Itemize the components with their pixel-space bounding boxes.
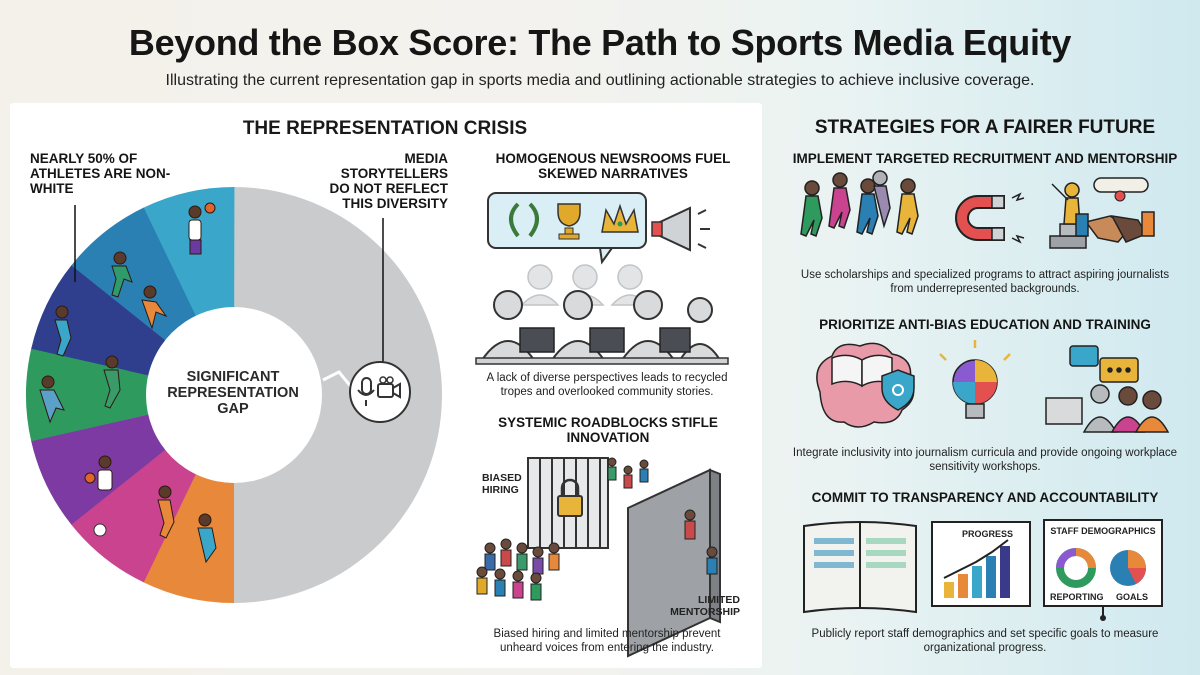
- roadblocks-illustration: [476, 457, 721, 658]
- storytellers-callout: MEDIA STORYTELLERS DO NOT REFLECT THIS D…: [329, 151, 449, 211]
- newsroom-illustration: [475, 192, 729, 365]
- strategy-recruitment-description: Use scholarships and specialized program…: [800, 269, 1170, 295]
- athlete-figures: [39, 202, 217, 564]
- goals-label: GOALS: [1116, 592, 1149, 602]
- lightbulb-icon: [939, 340, 1011, 419]
- donut-slice-athletes-4: [25, 348, 234, 442]
- megaphone-icon: [651, 206, 710, 252]
- page-subtitle: Illustrating the current representation …: [165, 72, 1035, 89]
- laurel-icon: [509, 202, 539, 238]
- representation-donut-chart: [25, 187, 442, 603]
- running-people: [800, 170, 919, 237]
- donut-hole: [146, 307, 322, 483]
- strategy-transparency-heading: COMMIT TO TRANSPARENCY AND ACCOUNTABILIT…: [811, 490, 1159, 505]
- demographics-board: [1043, 519, 1163, 621]
- magnet-icon: [955, 192, 1025, 244]
- crisis-heading: THE REPRESENTATION CRISIS: [242, 118, 528, 139]
- laptops: [519, 327, 691, 353]
- strategies-heading: STRATEGIES FOR A FAIRER FUTURE: [814, 117, 1156, 138]
- progress-label: PROGRESS: [962, 529, 1014, 539]
- staff-demographics-label: STAFF DEMOGRAPHICS: [1050, 526, 1156, 536]
- workshop-figures: [1045, 345, 1170, 433]
- diploma-icon: [1093, 177, 1149, 202]
- newsroom-desk: [475, 357, 729, 365]
- limited-mentorship-label: LIMITED MENTORSHIP: [670, 594, 740, 618]
- newsrooms-description: A lack of diverse perspectives leads to …: [486, 372, 728, 398]
- athletes-callout: NEARLY 50% OF ATHLETES ARE NON-WHITE: [30, 151, 171, 196]
- donut-slice-storytellers: [234, 187, 442, 603]
- strategy-recruitment-heading: IMPLEMENT TARGETED RECRUITMENT AND MENTO…: [792, 151, 1178, 166]
- newsrooms-heading: HOMOGENOUS NEWSROOMS FUEL SKEWED NARRATI…: [495, 151, 731, 181]
- shield-icon: [881, 369, 915, 411]
- progress-chart: [931, 521, 1031, 607]
- strategy-transparency-description: Publicly report staff demographics and s…: [811, 628, 1159, 654]
- report-book-icon: [803, 521, 917, 614]
- crown-icon: [601, 203, 639, 233]
- reporting-label: REPORTING: [1050, 592, 1104, 602]
- roadblocks-description: Biased hiring and limited mentorship pre…: [493, 628, 721, 654]
- trophy-icon: [557, 203, 581, 240]
- media-icon: [349, 361, 411, 423]
- crowd-figures: [476, 457, 718, 601]
- padlock-icon: [557, 478, 583, 517]
- biased-hiring-label: BIASED HIRING: [482, 472, 522, 496]
- gap-center-label: SIGNIFICANT REPRESENTATION GAP: [167, 369, 299, 417]
- strategy-education-description: Integrate inclusivity into journalism cu…: [792, 447, 1178, 473]
- roadblocks-heading: SYSTEMIC ROADBLOCKS STIFLE INNOVATION: [498, 415, 718, 445]
- page-title: Beyond the Box Score: The Path to Sports…: [128, 22, 1072, 63]
- handshake-icon: [1075, 211, 1155, 243]
- strategy-education-heading: PRIORITIZE ANTI-BIAS EDUCATION AND TRAIN…: [819, 317, 1151, 332]
- biased-hiring-gate: [527, 457, 609, 549]
